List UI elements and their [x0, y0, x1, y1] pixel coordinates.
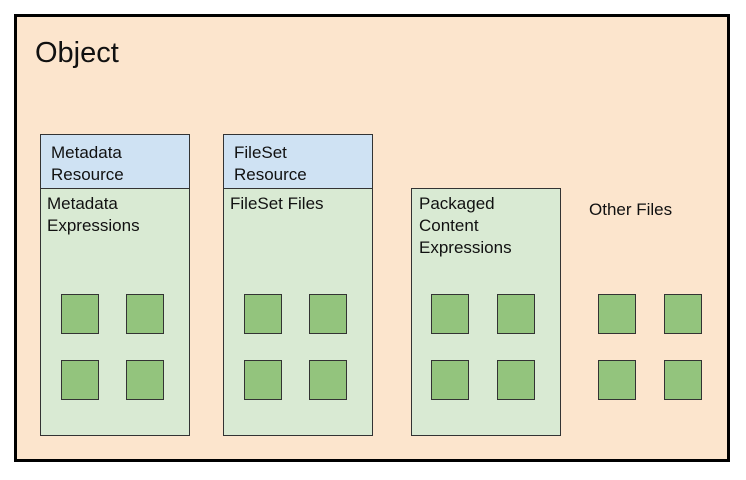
metadata-file-square — [61, 294, 99, 334]
other-file-square — [598, 294, 636, 334]
packaged-content-label-line: Packaged — [419, 194, 495, 213]
packaged-file-square — [497, 360, 535, 400]
packaged-content-label-line: Content — [419, 216, 479, 235]
packaged-file-square — [431, 294, 469, 334]
metadata-resource-label-line: Metadata — [51, 143, 122, 162]
other-files-label: Other Files — [589, 200, 673, 219]
metadata-column: Metadata Resource Metadata Expressions — [40, 134, 190, 436]
fileset-resource-label-line: Resource — [234, 165, 307, 184]
fileset-file-square — [309, 360, 347, 400]
packaged-content-label-line: Expressions — [419, 238, 512, 257]
other-file-square — [664, 294, 702, 334]
fileset-file-square — [309, 294, 347, 334]
fileset-resource-box: FileSet Resource — [223, 134, 373, 189]
metadata-expressions-box: Metadata Expressions — [40, 188, 190, 436]
metadata-resource-box: Metadata Resource — [40, 134, 190, 189]
metadata-resource-label-line: Resource — [51, 165, 124, 184]
other-file-square — [664, 360, 702, 400]
packaged-file-square — [497, 294, 535, 334]
metadata-file-square — [126, 360, 164, 400]
fileset-files-label-line: FileSet Files — [230, 194, 324, 213]
metadata-expressions-label-line: Metadata — [47, 194, 118, 213]
metadata-expressions-label-line: Expressions — [47, 216, 140, 235]
fileset-column: FileSet Resource FileSet Files — [223, 134, 373, 436]
packaged-file-square — [431, 360, 469, 400]
other-file-square — [598, 360, 636, 400]
object-title: Object — [35, 37, 119, 69]
fileset-file-square — [244, 294, 282, 334]
packaged-content-column: Packaged Content Expressions — [411, 188, 561, 436]
metadata-file-square — [126, 294, 164, 334]
metadata-file-square — [61, 360, 99, 400]
fileset-resource-label-line: FileSet — [234, 143, 287, 162]
fileset-file-square — [244, 360, 282, 400]
